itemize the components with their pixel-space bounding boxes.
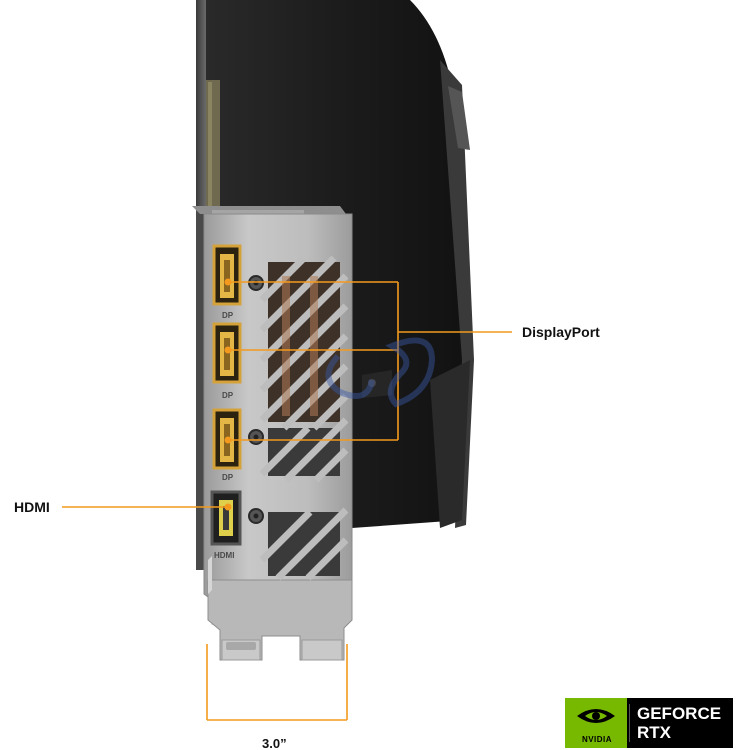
hdmi-connector [210,490,242,546]
dp-port-label: DP [222,311,234,320]
dp-port-label: DP [222,391,234,400]
watermark [325,337,436,408]
displayport-callout [228,281,512,441]
width-dimension-label: 3.0” [262,736,287,750]
badge-title: GEFORCE [637,704,722,723]
geforce-rtx-badge: NVIDIA GEFORCE RTX [565,698,733,748]
dp-port-label: DP [222,473,234,482]
width-dimension-bracket [206,644,348,721]
badge-divider [629,704,630,742]
nvidia-brand-text: NVIDIA [581,735,613,744]
displayport-connector-1 [212,244,242,306]
hdmi-callout [62,503,232,511]
card-shroud [203,0,474,528]
hdmi-port-label: HDMI [214,551,234,560]
hdmi-label: HDMI [14,499,50,515]
badge-subtitle: RTX [637,723,671,742]
nvidia-eye-icon [565,698,627,748]
heatpipes [282,276,318,416]
displayport-label: DisplayPort [522,324,600,340]
card-side-edge [196,0,220,570]
